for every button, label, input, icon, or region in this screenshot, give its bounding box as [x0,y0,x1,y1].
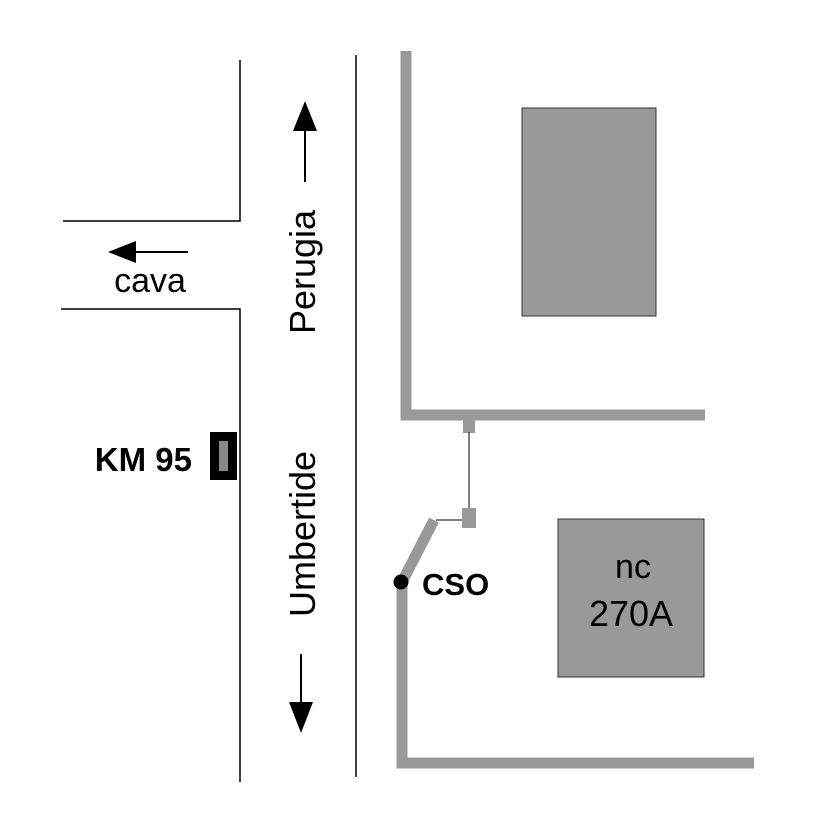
label-cso: CSO [422,567,489,602]
arrow-down-icon [289,654,313,733]
building-upper [521,107,657,317]
label-perugia: Perugia [282,209,323,334]
label-umbertide: Umbertide [282,451,323,617]
gate-connection [436,420,476,528]
building-label-nc: nc [615,548,651,586]
wall-lower [396,582,754,769]
dot-icon [393,574,409,590]
km-marker-icon [210,432,237,480]
arrow-left-icon [108,241,188,263]
road-edge-upper-left [63,60,241,222]
road-lines [61,55,357,782]
property-walls [396,51,754,769]
gate-post-top [463,420,475,433]
building-nc-270a [557,518,705,678]
label-km-marker: KM 95 [95,441,192,478]
gate-post-bottom [462,508,476,528]
road-edge-lower-left [61,308,241,782]
wall-diagonal [397,517,439,585]
arrow-up-icon [293,101,317,182]
building-label-number: 270A [589,593,673,634]
label-cava: cava [114,262,186,300]
wall-upper [400,51,705,421]
